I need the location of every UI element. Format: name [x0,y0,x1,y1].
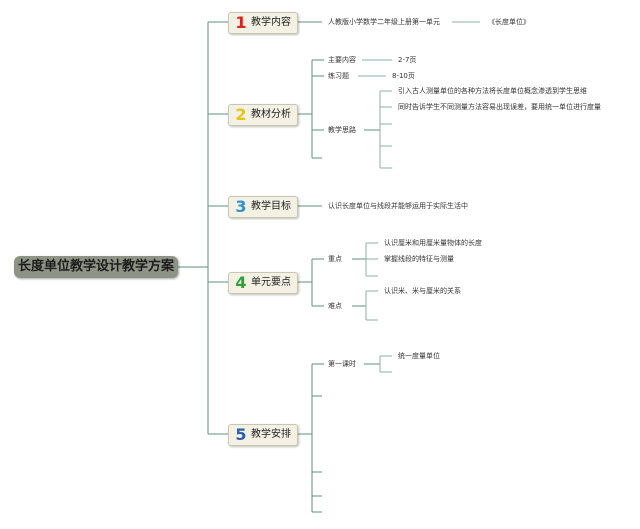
branch-number: 3 [235,197,247,216]
focus-item[interactable]: 掌握线段的特征与测量 [384,255,454,263]
branch-number: 1 [235,13,247,32]
difficulty-node[interactable]: 难点 [328,302,342,310]
difficulty-item[interactable]: 认识米、米与厘米的关系 [384,287,461,295]
focus-node[interactable]: 重点 [328,255,342,263]
focus-item[interactable]: 认识厘米和用厘米量物体的长度 [384,239,482,247]
branch-label: 教学安排 [251,429,291,440]
unit-node[interactable]: 《长度单位》 [488,18,530,26]
branch-number: 5 [235,425,247,444]
main-pages-node[interactable]: 2-7页 [398,56,417,64]
teaching-idea-node[interactable]: 教学思路 [328,126,356,134]
branch-label: 教学内容 [251,17,291,28]
branch-label: 教学目标 [251,201,291,212]
branch-teaching-goal[interactable]: 3 教学目标 [228,196,298,218]
idea-item[interactable]: 引入古人测量单位的各种方法将长度单位概念渗透到学生思维 [398,87,587,95]
branch-label: 单元要点 [251,277,291,288]
textbook-node[interactable]: 人教版小学数学二年级上册第一单元 [328,18,440,26]
branch-label: 教材分析 [251,109,291,120]
exercise-node[interactable]: 练习题 [328,72,349,80]
root-topic[interactable]: 长度单位教学设计教学方案 [14,256,178,278]
branch-unit-keypoints[interactable]: 4 单元要点 [228,272,298,294]
goal-node[interactable]: 认识长度单位与线段并能够运用于实际生活中 [328,202,468,210]
lesson-node[interactable]: 第一课时 [328,360,356,368]
main-content-node[interactable]: 主要内容 [328,56,356,64]
idea-item[interactable]: 同时告诉学生不同测量方法容易出现误差，要用统一单位进行度量 [398,103,601,111]
branch-teaching-schedule[interactable]: 5 教学安排 [228,424,298,446]
branch-number: 2 [235,105,247,124]
lesson-item[interactable]: 统一度量单位 [398,352,440,360]
branch-number: 4 [235,273,247,292]
exercise-pages-node[interactable]: 8-10页 [392,72,415,80]
branch-teaching-content[interactable]: 1 教学内容 [228,12,298,34]
branch-textbook-analysis[interactable]: 2 教材分析 [228,104,298,126]
